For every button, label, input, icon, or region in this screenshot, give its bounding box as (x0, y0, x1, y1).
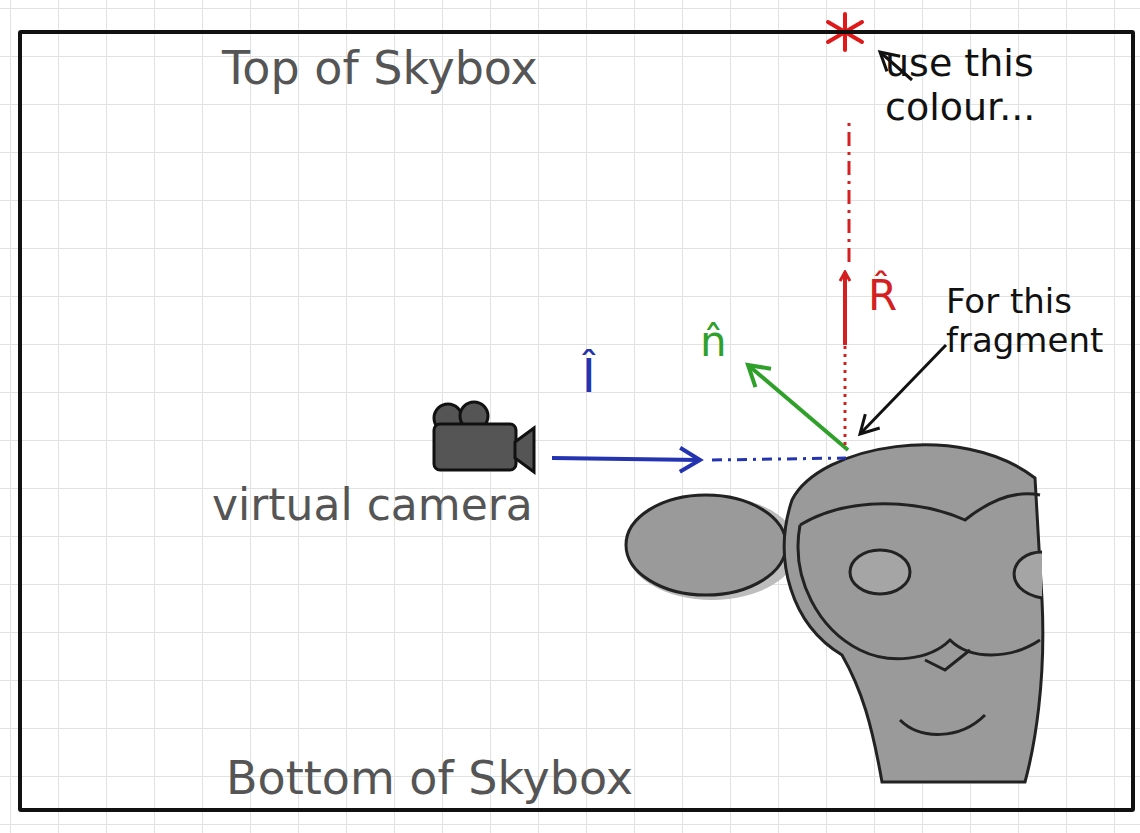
reflected-ray (844, 345, 847, 445)
monkey-brow (800, 494, 1040, 525)
monkey-shadow (626, 496, 798, 600)
camera-lens (515, 428, 534, 472)
monkey-eye (850, 550, 910, 594)
vector-name: R̂ (868, 272, 928, 320)
incident-ray (712, 458, 846, 460)
normal-vector (748, 365, 848, 450)
monkey-eye (1014, 552, 1042, 598)
note-text: For this fragment (946, 282, 1138, 360)
leader-arrow (860, 345, 946, 434)
monkey-nose (925, 650, 970, 670)
vector-name: n̂ (700, 318, 760, 366)
skybox-bottom-label: Bottom of Skybox (226, 752, 746, 805)
vector-name: Î (582, 350, 642, 403)
camera-label: virtual camera (212, 480, 632, 531)
note-text: use this colour... (885, 42, 1135, 129)
skybox-top-label: Top of Skybox (222, 42, 662, 95)
reflected-ray (848, 118, 851, 262)
incident-vector (552, 458, 700, 460)
monkey-head (784, 445, 1043, 782)
monkey-mask (798, 525, 1040, 659)
camera-body (434, 424, 516, 470)
monkey-mouth (900, 715, 985, 734)
monkey-ear (626, 495, 786, 595)
skybox-box: Top of SkyboxBottom of Skybox (18, 30, 1135, 812)
reflected-vector (843, 272, 847, 345)
